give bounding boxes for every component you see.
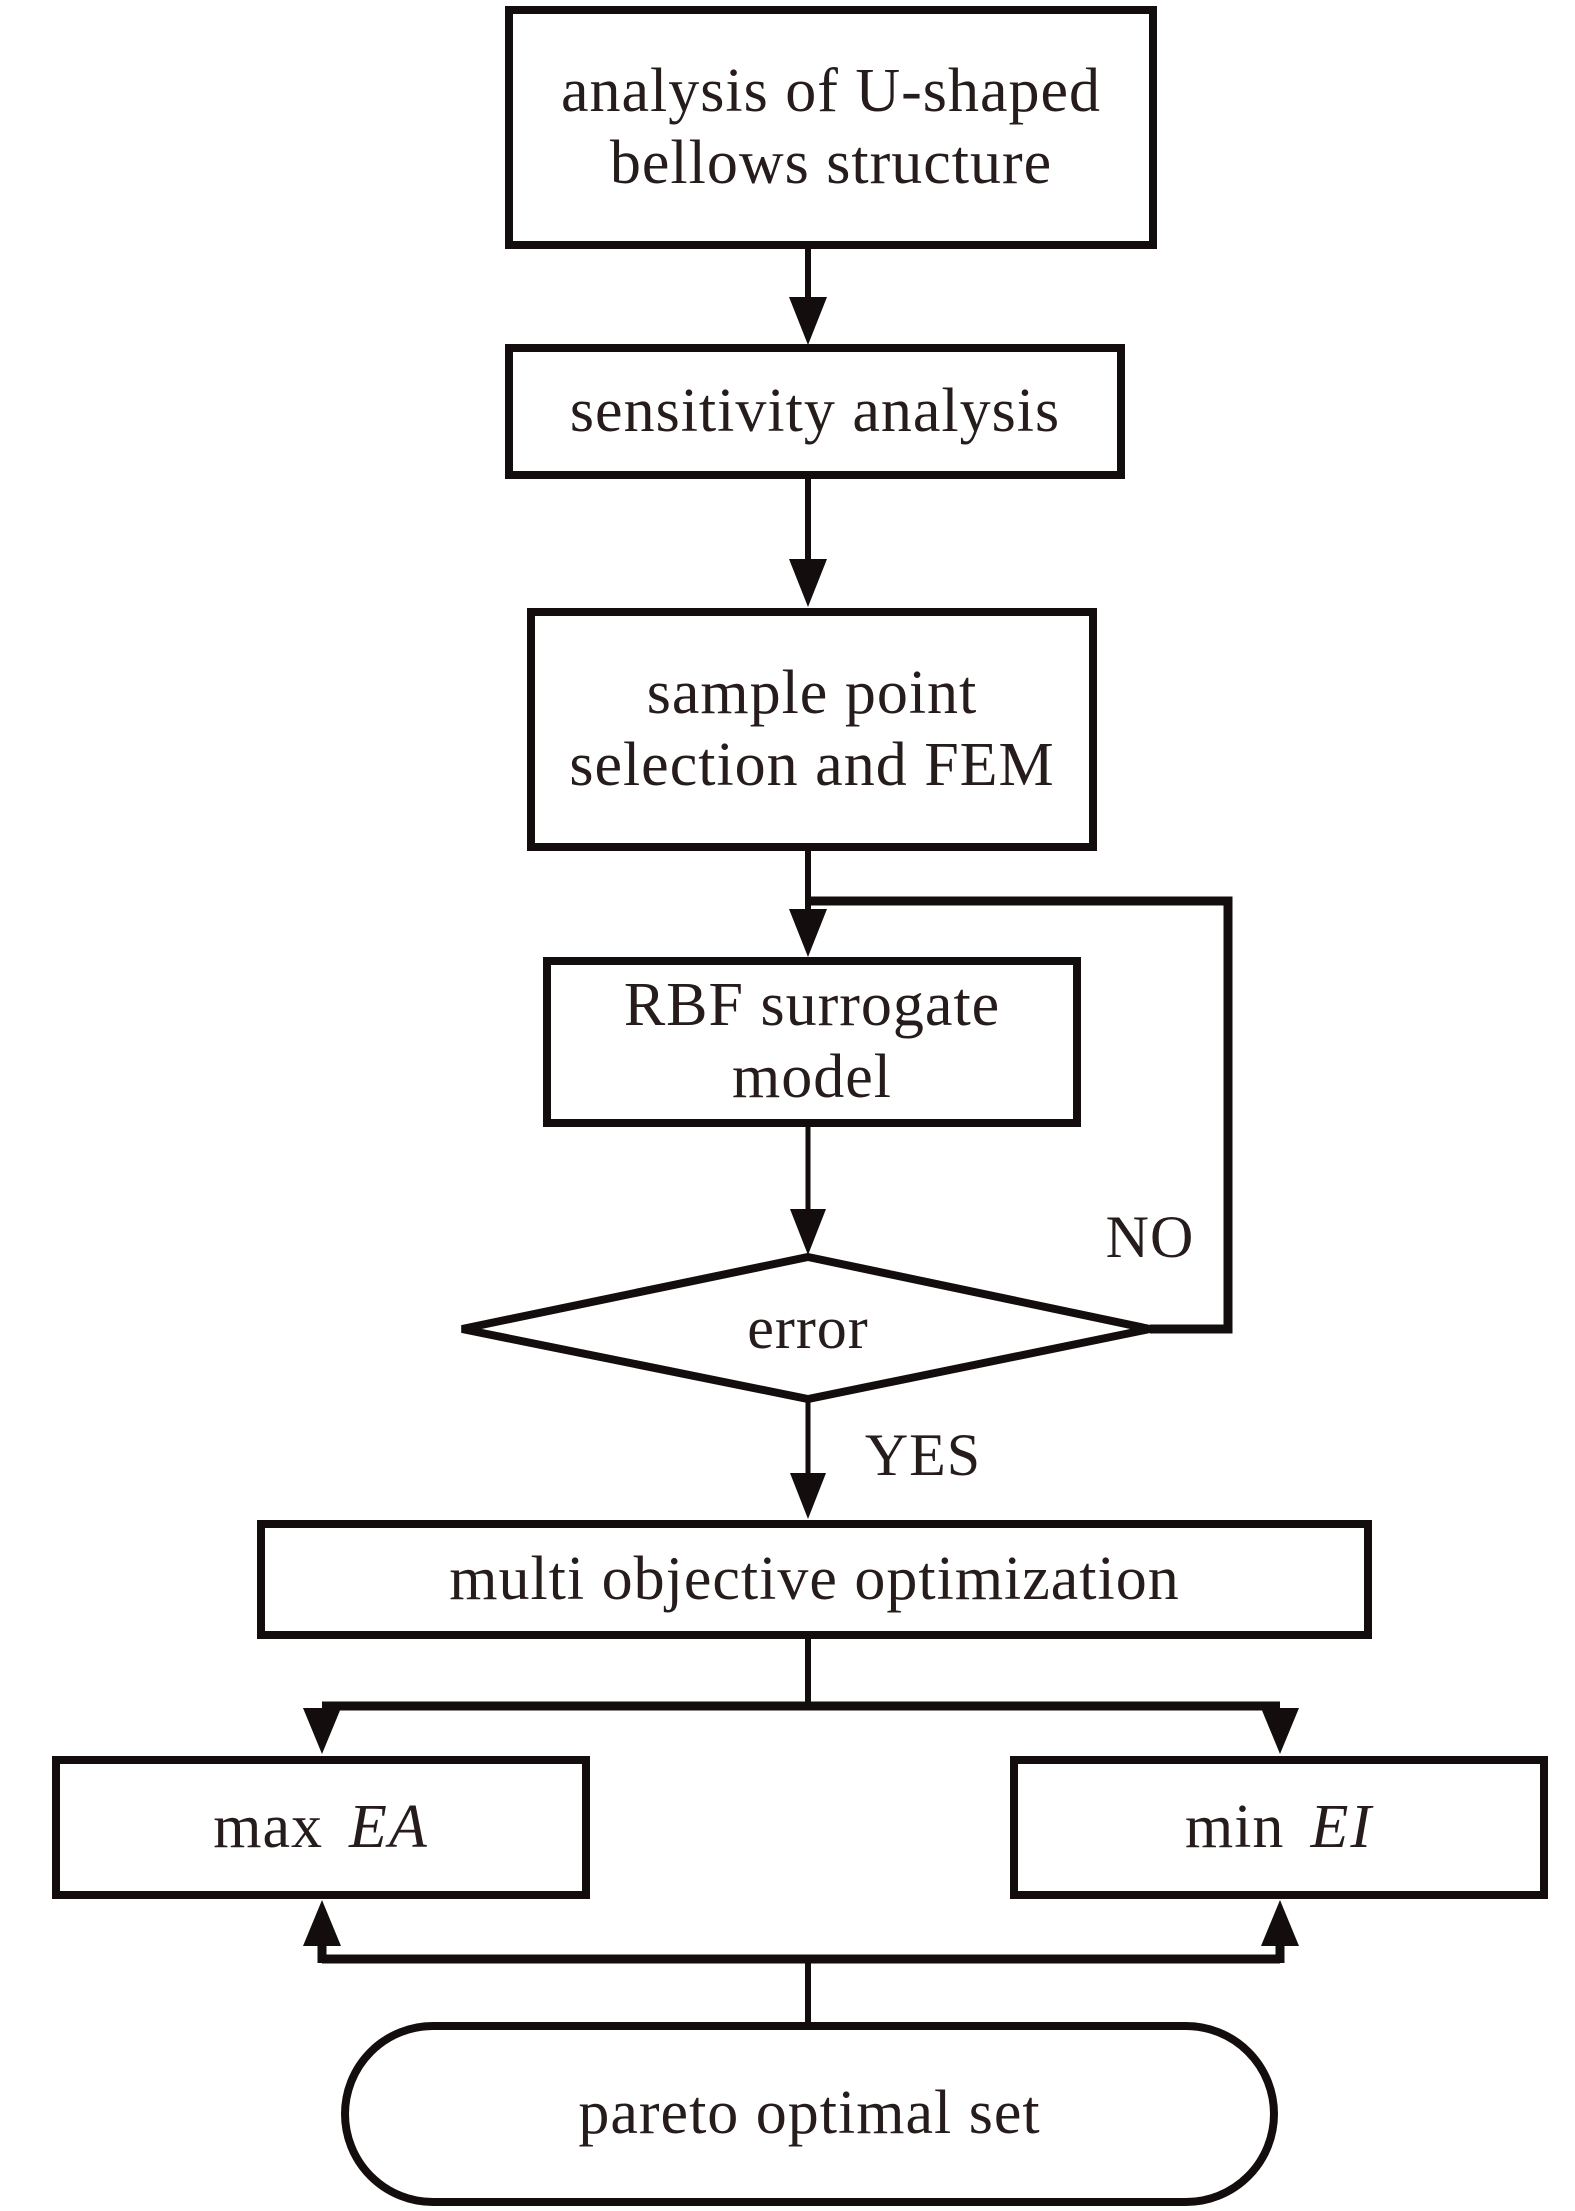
node-label-line: analysis of U-shaped: [561, 56, 1101, 125]
ei-symbol: EI: [1310, 1792, 1373, 1861]
arrowhead-into-max-ea: [303, 1708, 341, 1754]
node-label-line: sample point: [646, 658, 978, 727]
node-max-ea: max EA: [52, 1756, 590, 1899]
decision-label: error: [747, 1294, 869, 1361]
node-label-line: RBF surrogate: [623, 971, 1001, 1040]
node-sensitivity-analysis: sensitivity analysis: [505, 344, 1125, 479]
arrowhead-up-into-max-ea: [303, 1900, 341, 1946]
node-multi-objective-optimization: multi objective optimization: [257, 1520, 1372, 1639]
node-label: min EI: [1185, 1792, 1373, 1864]
node-min-ei: min EI: [1010, 1756, 1548, 1899]
node-label: pareto optimal set: [578, 2079, 1041, 2148]
node-label: sensitivity analysis: [569, 376, 1061, 445]
node-label-line: model: [732, 1043, 892, 1111]
arrowhead-into-sample: [789, 559, 827, 607]
edge-label-no: NO: [1058, 1204, 1242, 1270]
min-prefix: min: [1184, 1792, 1285, 1861]
arrowhead-into-sensitivity: [789, 297, 827, 345]
node-error-decision-label: error: [658, 1290, 958, 1366]
yes-label: YES: [864, 1421, 982, 1488]
node-sample-point-fem: sample point selection and FEM: [527, 608, 1097, 851]
edge-no-feedback-loop: [808, 896, 1233, 1334]
node-analysis-bellows-structure: analysis of U-shaped bellows structure: [505, 6, 1157, 249]
node-label: multi objective optimization: [449, 1544, 1180, 1613]
node-label-line: bellows structure: [609, 128, 1053, 197]
arrowhead-up-into-min-ei: [1261, 1900, 1299, 1946]
arrowhead-into-multi-objective: [790, 1473, 826, 1519]
edge-label-yes: YES: [831, 1422, 1015, 1488]
arrowhead-into-error: [790, 1209, 826, 1255]
ea-symbol: EA: [349, 1792, 429, 1861]
no-label: NO: [1105, 1203, 1195, 1270]
max-prefix: max: [213, 1792, 323, 1861]
arrowhead-into-min-ei: [1261, 1708, 1299, 1754]
node-label: max EA: [213, 1792, 429, 1864]
node-pareto-optimal-set: pareto optimal set: [341, 2022, 1278, 2206]
node-label-line: selection and FEM: [569, 730, 1055, 799]
node-rbf-surrogate-model: RBF surrogate model: [543, 957, 1081, 1127]
arrowhead-into-rbf: [789, 909, 827, 957]
